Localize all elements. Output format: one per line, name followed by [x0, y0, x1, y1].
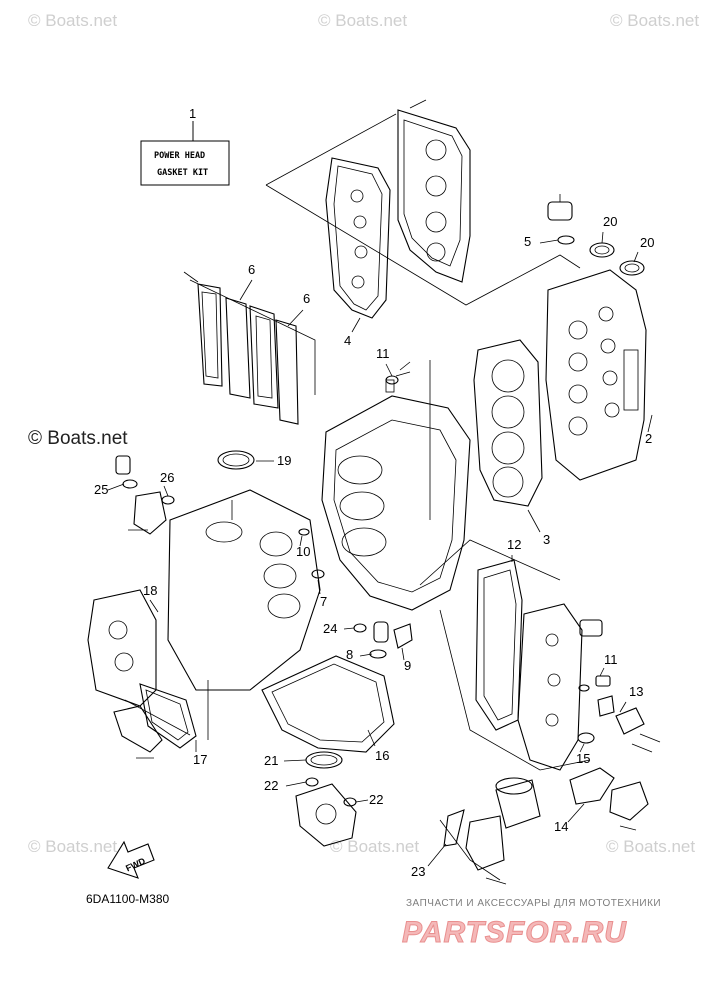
callout-leader-20	[601, 231, 604, 244]
callout-24[interactable]: 24	[323, 621, 337, 636]
watermark-top-center: © Boats.net	[318, 11, 407, 30]
callout-leader-18	[149, 599, 159, 613]
callout-leader-24	[343, 627, 355, 630]
callout-leader-6	[239, 279, 253, 301]
callout-19[interactable]: 19	[277, 453, 291, 468]
thermostat-cover	[128, 491, 175, 535]
plate-with-bolts	[113, 705, 163, 759]
callout-15[interactable]: 15	[576, 751, 590, 766]
callout-18[interactable]: 18	[143, 583, 157, 598]
intake-cover	[87, 589, 157, 707]
callout-leader-13	[619, 701, 627, 713]
callout-8[interactable]: 8	[346, 647, 353, 662]
cylinder-head-cover	[397, 99, 471, 283]
callout-leader-6	[287, 309, 304, 327]
callout-5[interactable]: 5	[524, 234, 531, 249]
exhaust-side-cover	[517, 603, 603, 771]
callout-13[interactable]: 13	[629, 684, 643, 699]
watermark-group: © Boats.net © Boats.net © Boats.net © Bo…	[28, 11, 699, 856]
kit-label-line2: GASKET KIT	[157, 168, 208, 178]
callout-leader-4	[351, 317, 361, 333]
shop-banner: ЗАПЧАСТИ И АКСЕССУАРЫ ДЛЯ МОТОТЕХНИКИ PA…	[402, 898, 661, 950]
callout-17[interactable]: 17	[193, 752, 207, 767]
watermark-bottom-left: © Boats.net	[28, 837, 117, 856]
callout-leader-7	[317, 579, 321, 595]
valve-cover-gasket	[325, 157, 391, 319]
callout-leader-25	[107, 483, 125, 491]
callout-23[interactable]: 23	[411, 864, 425, 879]
exhaust-cover-gaskets	[183, 271, 299, 425]
callout-11[interactable]: 11	[604, 652, 618, 667]
callout-layer: 1234566789101111121314151617181920202122…	[94, 106, 654, 879]
callout-20[interactable]: 20	[603, 214, 617, 229]
callout-6[interactable]: 6	[248, 262, 255, 277]
callout-26[interactable]: 26	[160, 470, 174, 485]
callout-1[interactable]: 1	[189, 106, 196, 121]
shop-brand: PARTSFOR.RU	[402, 916, 627, 949]
watermark-bottom-right: © Boats.net	[606, 837, 695, 856]
callout-leader-21	[283, 759, 307, 762]
callout-leader-3	[527, 509, 541, 533]
callout-9[interactable]: 9	[404, 658, 411, 673]
callout-leader-23	[427, 843, 447, 867]
oil-pressure-switch	[115, 455, 138, 489]
sensor-with-gasket	[547, 194, 575, 245]
callout-leader-20	[633, 251, 639, 263]
exhaust-plate-gasket-12	[475, 559, 523, 731]
cylinder-head	[545, 269, 647, 481]
callout-7[interactable]: 7	[320, 594, 327, 609]
callout-3[interactable]: 3	[543, 532, 550, 547]
callout-leader-9	[401, 647, 405, 661]
callout-leader-10	[299, 535, 303, 547]
callout-4[interactable]: 4	[344, 333, 351, 348]
callout-12[interactable]: 12	[507, 537, 521, 552]
callout-leader-14	[567, 803, 585, 823]
diagram-code: 6DA1100-M380	[86, 892, 169, 906]
oil-filter-housing	[295, 751, 357, 847]
crankshaft-seal-top	[217, 450, 255, 470]
callout-leader-5	[539, 239, 559, 244]
callout-10[interactable]: 10	[296, 544, 310, 559]
callout-6[interactable]: 6	[303, 291, 310, 306]
callout-leader-8	[359, 653, 373, 657]
callout-leader-11	[599, 667, 605, 677]
fwd-label: FWD	[124, 856, 147, 874]
watermark-top-left: © Boats.net	[28, 11, 117, 30]
shop-tagline: ЗАПЧАСТИ И АКСЕССУАРЫ ДЛЯ МОТОТЕХНИКИ	[406, 898, 661, 909]
crankcase	[167, 489, 321, 691]
callout-16[interactable]: 16	[375, 748, 389, 763]
callout-leader-16	[367, 729, 376, 747]
watermark-bottom-center: © Boats.net	[330, 837, 419, 856]
gasket-kit-label: POWER HEAD GASKET KIT	[140, 121, 230, 186]
callout-leader-11	[385, 363, 393, 377]
callout-20[interactable]: 20	[640, 235, 654, 250]
callout-22[interactable]: 22	[264, 778, 278, 793]
pump-cover-gasket-14	[569, 767, 649, 831]
head-gasket	[473, 339, 543, 507]
callout-22[interactable]: 22	[369, 792, 383, 807]
cover-gasket-17	[139, 683, 197, 749]
callout-14[interactable]: 14	[554, 819, 568, 834]
callout-leader-15	[579, 743, 585, 753]
oil-pan-gasket	[261, 655, 395, 753]
callout-leader-2	[647, 414, 653, 433]
camshaft-seals	[589, 242, 645, 276]
callout-leader-22	[355, 799, 369, 803]
oil-filter	[465, 777, 541, 885]
kit-label-line1: POWER HEAD	[154, 151, 205, 161]
callout-2[interactable]: 2	[645, 431, 652, 446]
callout-21[interactable]: 21	[264, 753, 278, 768]
dipstick-gasket-23	[443, 809, 465, 847]
callout-11[interactable]: 11	[376, 346, 390, 361]
callout-leader-26	[163, 485, 169, 497]
callout-leader-22	[285, 781, 307, 787]
cylinder-block	[321, 361, 471, 611]
watermark-top-right: © Boats.net	[610, 11, 699, 30]
center-small-parts	[298, 371, 413, 659]
watermark-mid-left: © Boats.net	[28, 428, 128, 449]
callout-25[interactable]: 25	[94, 482, 108, 497]
relief-valve-parts	[577, 675, 661, 753]
